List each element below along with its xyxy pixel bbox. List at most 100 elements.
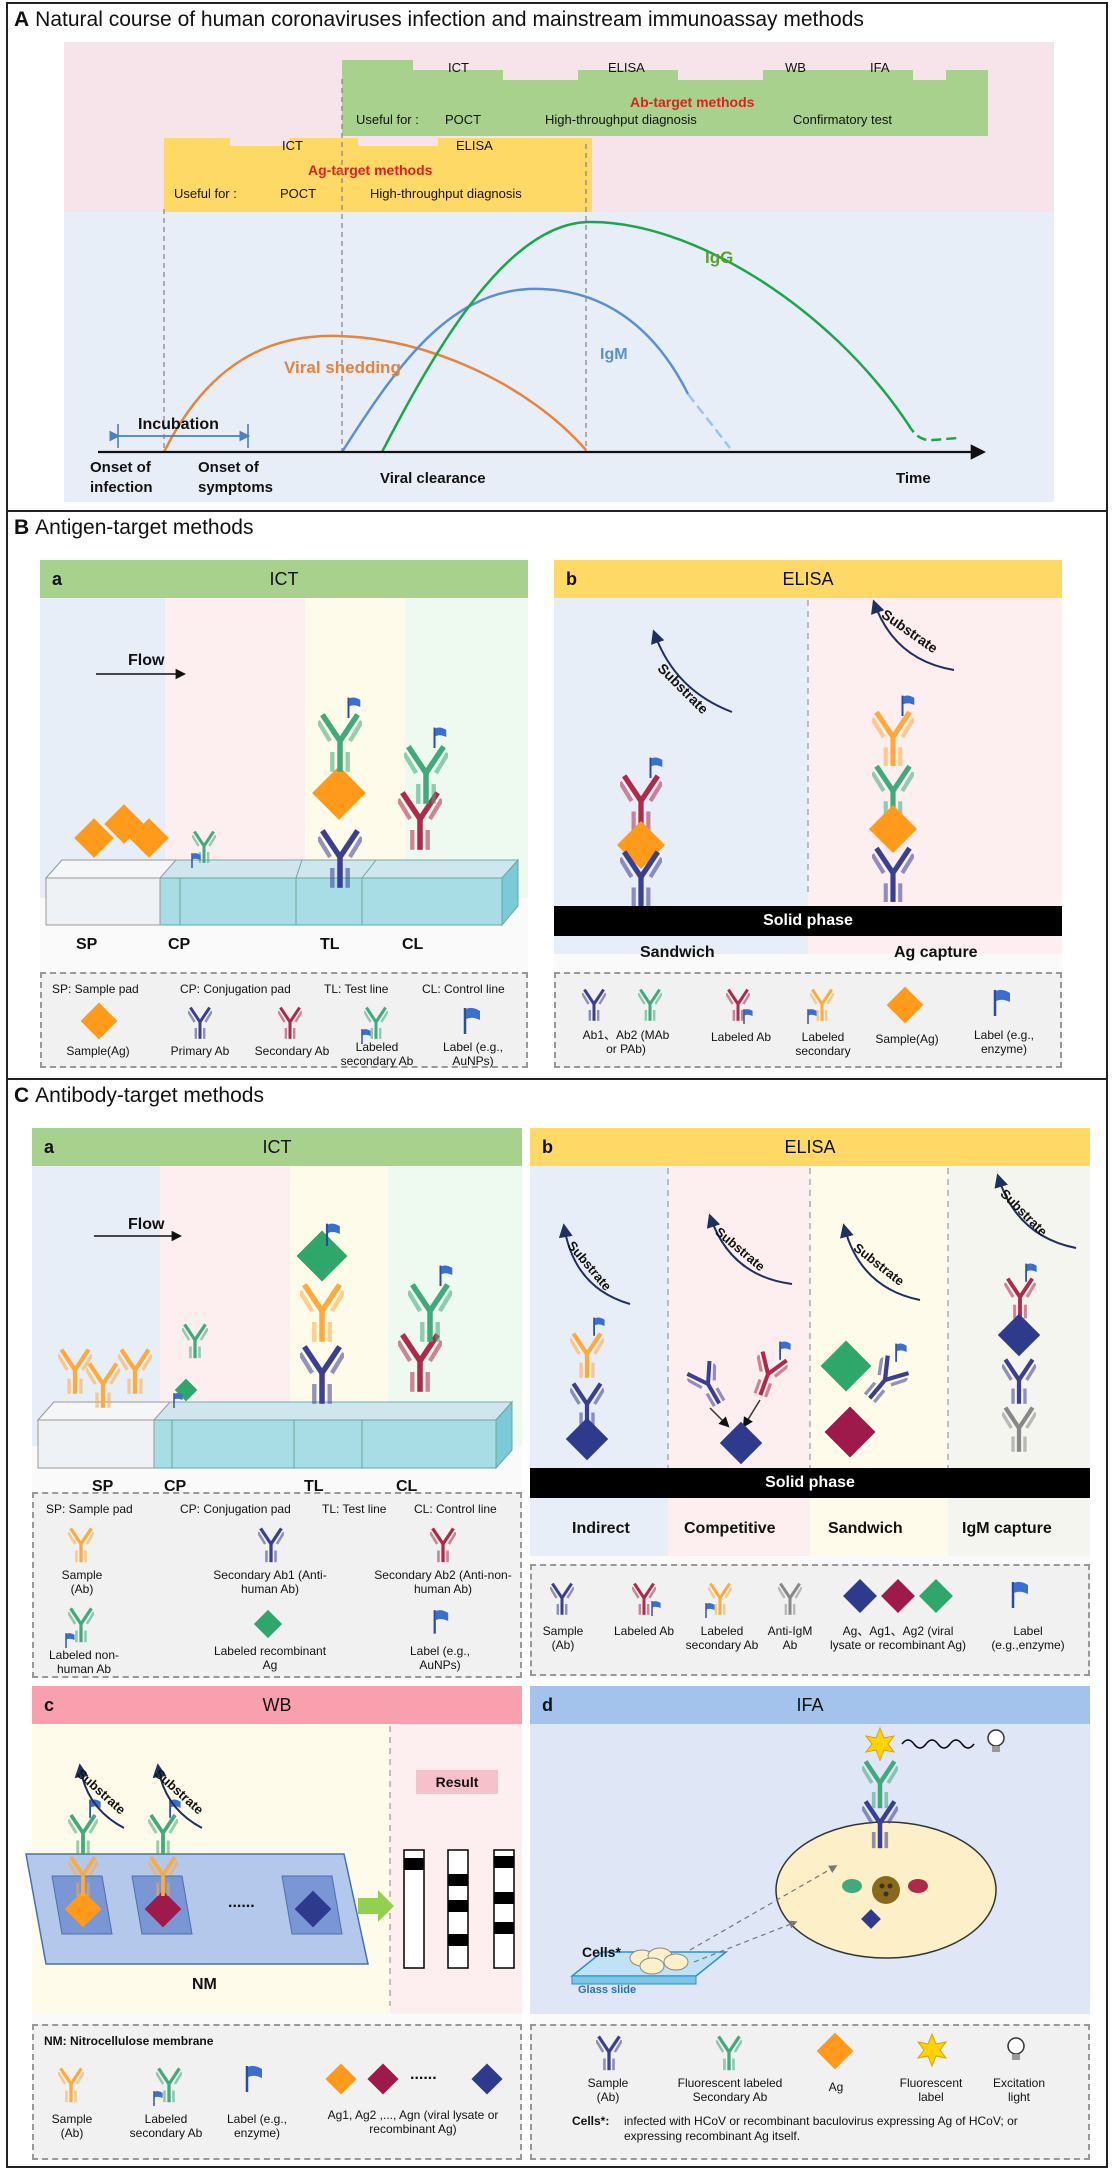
ab-use-confirm: Confirmatory test [793,112,892,127]
c-c-legend: NM: Nitrocellulose membrane ...... Sampl… [32,2024,522,2160]
time-label: Time [896,470,931,487]
c-c-legend-label: Label (e.g., enzyme) [226,2112,288,2140]
ag-target-box [164,156,592,212]
onset-infection-label: Onset of infection [90,459,153,496]
timeline-blue-area [64,212,1054,502]
ab-methods-heading: Ab-target methods [630,94,755,110]
b-a-legend: SP: Sample pad CP: Conjugation pad TL: T… [40,972,528,1068]
c-b-format-sandwich: Sandwich [828,1520,903,1537]
c-d-cells-label: Cells* [582,1944,621,1960]
b-b-legend-label: Label (e.g., enzyme) [973,1028,1035,1056]
c-b-solid-phase: Solid phase [530,1468,1090,1498]
igm-label: IgM [600,346,628,363]
b-a-flow-label: Flow [128,652,165,669]
c-a-label-cp: CP [164,1478,187,1495]
c-a-legend-secondary1: Secondary Ab1 (Anti-human Ab) [213,1568,327,1596]
ab-tab-label-elisa: ELISA [608,60,645,75]
b-a-def-tl: TL: Test line [324,982,389,996]
c-c-legend-labeled-secondary: Labeled secondary Ab [129,2112,203,2140]
c-a-zone-tl [290,1166,388,1446]
c-a-label-sp: SP [92,1478,114,1495]
ab-use-throughput: High-throughput diagnosis [545,112,697,127]
c-d-legend-ag: Ag [828,2080,844,2094]
c-a-def-tl: TL: Test line [322,1502,387,1516]
c-ifa-art [569,1726,1005,1985]
c-a-legend-labeled-nonhuman: Labeled non-human Ab [48,1648,120,1676]
ag-use-throughput: High-throughput diagnosis [370,186,522,201]
c-d-glass-label: Glass slide [578,1984,637,1996]
c-c-dots: ...... [228,1894,255,1911]
b-a-legend-sample: Sample(Ag) [66,1044,130,1058]
c-b-legend: Sample (Ab) Labeled Ab Labeled secondary… [530,1564,1090,1676]
ag-tab-label-elisa: ELISA [456,138,493,153]
b-a-def-cl: CL: Control line [422,982,505,996]
b-b-legend-sample: Sample(Ag) [875,1032,939,1046]
c-ict-strip-art [36,1222,514,1470]
c-a-legend-sample: Sample (Ab) [61,1568,103,1596]
ab-useful-for: Useful for : [356,112,419,127]
c-d-legend-excitation: Excitation light [992,2076,1046,2104]
c-c-def-nm: NM: Nitrocellulose membrane [44,2034,214,2048]
b-b-zone-left [554,598,808,954]
ag-methods-heading: Ag-target methods [308,162,433,178]
c-a-def-sp: SP: Sample pad [46,1502,133,1516]
ab-tab-left [342,60,414,82]
c-b-format-indirect: Indirect [572,1520,630,1537]
c-a-label-cl: CL [396,1478,418,1495]
b-a-label-sp: SP [76,936,98,953]
c-b-legend-labeled-secondary: Labeled secondary Ab [685,1624,759,1652]
ab-use-poct: POCT [445,112,482,127]
ag-useful-for: Useful for : [174,186,237,201]
b-a-label-cl: CL [402,936,424,953]
b-a-def-cp: CP: Conjugation pad [180,982,291,996]
b-a-legend-primary: Primary Ab [170,1044,230,1058]
c-b-format-competitive: Competitive [684,1520,776,1537]
b-b-legend: Ab1、Ab2 (MAb or PAb) Labeled Ab Labeled … [554,972,1062,1068]
c-a-legend-labeled-ag: Labeled recombinant Ag [213,1644,327,1672]
ab-tab-label-wb: WB [785,60,806,75]
b-a-legend-label: Label (e.g., AuNPs) [442,1040,504,1068]
c-d-legend: Sample (Ab) Fluorescent labeled Secondar… [530,2024,1090,2160]
c-a-legend: SP: Sample pad CP: Conjugation pad TL: T… [32,1492,522,1678]
c-b-legend-label: Label (e.g.,enzyme) [991,1624,1065,1652]
c-elisa-art [558,1168,1077,1498]
b-b-solid-phase: Solid phase [554,906,1062,936]
c-d-note: infected with HCoV or recombinant baculo… [624,2114,1018,2143]
b-b-format-sandwich: Sandwich [640,944,715,961]
c-c-nm-label: NM [192,1976,217,1993]
c-b-legend-anti-igm: Anti-IgM Ab [767,1624,813,1652]
c-a-legend-secondary2: Secondary Ab2 (Anti-non-human Ab) [374,1568,512,1596]
c-a-label-tl: TL [304,1478,324,1495]
igg-label: IgG [705,248,734,267]
c-wb-art [25,1726,515,2006]
b-b-zone-right [808,598,1062,954]
viral-clearance-label: Viral clearance [380,470,486,487]
c-a-def-cl: CL: Control line [414,1502,497,1516]
ag-tab-gap [230,138,290,146]
c-a-def-cp: CP: Conjugation pad [180,1502,291,1516]
b-b-legend-labeled-secondary: Labeled secondary [795,1030,851,1058]
incubation-label: Incubation [138,416,219,433]
b-a-legend-secondary: Secondary Ab [254,1044,330,1058]
b-b-format-ag-capture: Ag capture [894,944,978,961]
c-a-zone-cl [388,1166,522,1446]
b-ict-strip-art [44,668,520,927]
b-elisa-art [616,599,955,1068]
